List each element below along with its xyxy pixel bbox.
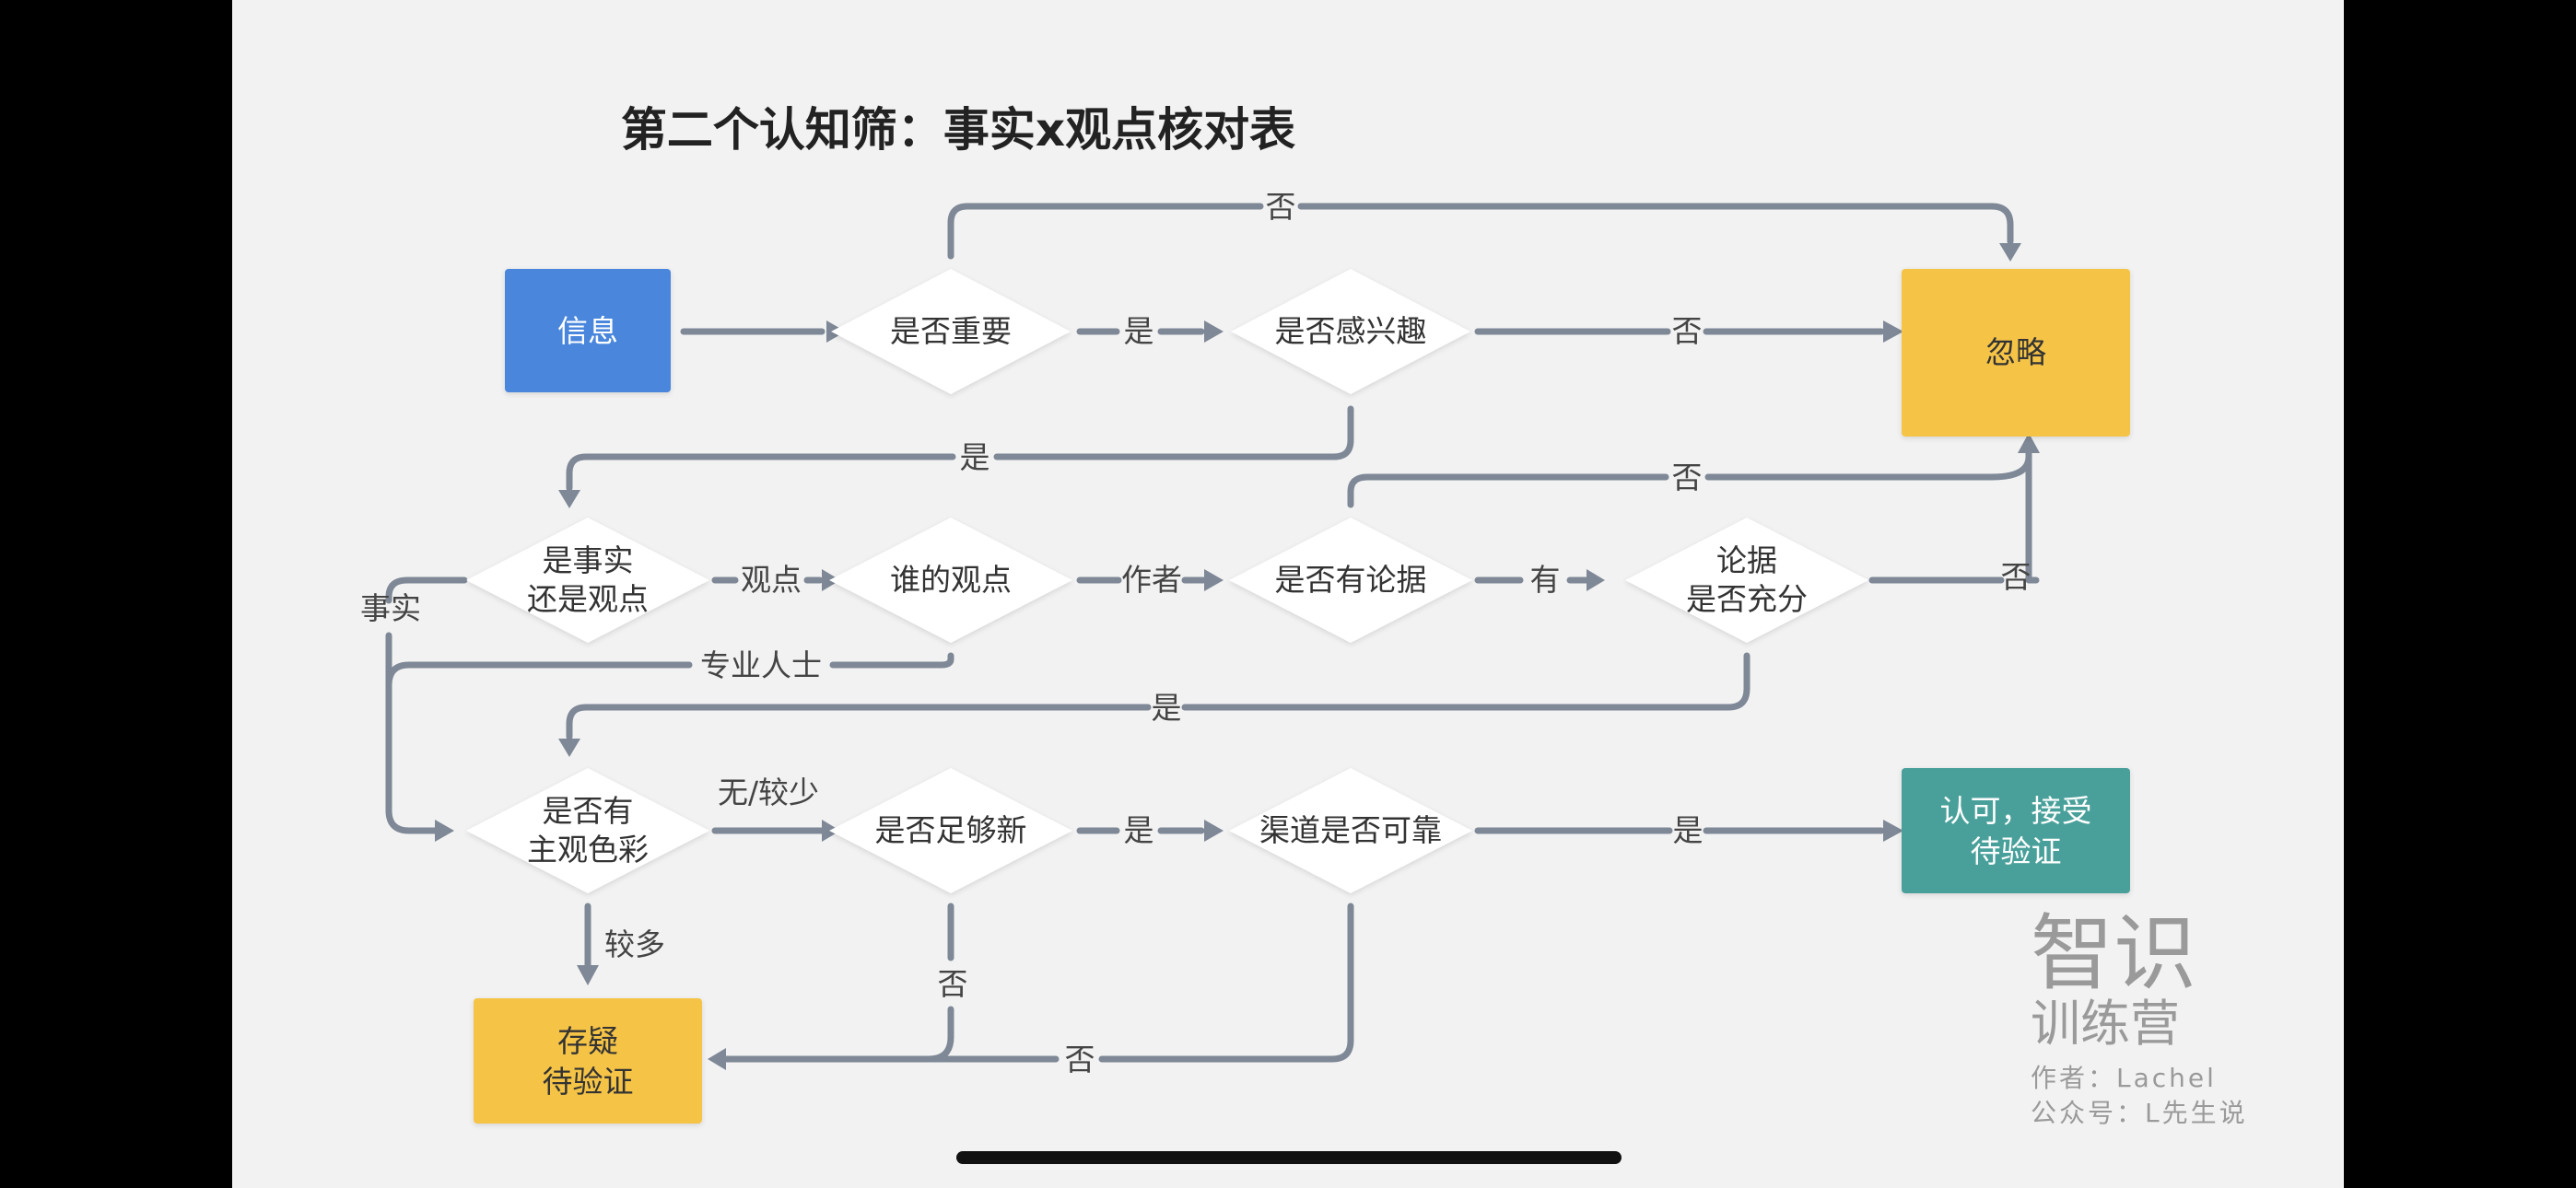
node-evidence-sufficient: [1625, 518, 1868, 643]
watermark-author: 作者：Lachel: [2031, 1063, 2217, 1093]
node-has-evidence-label: 是否有论据: [1275, 562, 1427, 598]
node-info-label: 信息: [557, 313, 618, 349]
arrow-head: [1204, 569, 1224, 591]
node-ignore: [1902, 269, 2130, 437]
label-important-no: 否: [1266, 189, 1296, 225]
edge-interest-factopinion: [566, 405, 1354, 492]
home-indicator[interactable]: [956, 1151, 1622, 1164]
arrow-head: [1883, 820, 1903, 842]
label-more: 较多: [604, 926, 665, 962]
node-fact-or-opinion-line2: 还是观点: [527, 581, 649, 617]
arrow-head: [558, 490, 580, 508]
arrow-head: [1587, 569, 1605, 591]
node-subjective-line2: 主观色彩: [527, 832, 649, 868]
node-doubt-line2: 待验证: [543, 1064, 634, 1100]
node-whose: [829, 518, 1072, 643]
label-reliable-no: 否: [1065, 1042, 1095, 1077]
arrow-head: [1204, 320, 1224, 343]
label-fact: 事实: [360, 590, 421, 626]
node-info: [505, 269, 671, 392]
edge-sufficient-ignore: [1868, 449, 2040, 584]
diagram-title: 第二个认知筛：事实x观点核对表: [621, 103, 1295, 157]
node-accept-line1: 认可，接受: [1940, 793, 2092, 829]
edge-factopinion-fact: [385, 577, 468, 834]
label-author: 作者: [1121, 562, 1182, 598]
edge-whose-expert: [385, 652, 954, 689]
node-reliable: [1229, 768, 1472, 893]
label-sufficient-no: 否: [2001, 559, 2032, 595]
node-evidence-sufficient-line2: 是否充分: [1686, 581, 1808, 617]
node-new-enough: [829, 768, 1072, 893]
node-doubt: [474, 998, 702, 1124]
node-subjective-line1: 是否有: [543, 793, 634, 829]
label-new-yes: 是: [1124, 812, 1154, 848]
arrow-head: [1883, 320, 1903, 343]
node-doubt-line1: 存疑: [557, 1023, 618, 1059]
flowchart: 第二个认知筛：事实x观点核对表 信息 是否重: [360, 103, 2248, 1128]
node-interest: [1231, 269, 1470, 394]
node-important: [831, 269, 1071, 394]
label-expert: 专业人士: [700, 647, 822, 683]
arrow-head: [2018, 433, 2040, 453]
node-evidence-sufficient-line1: 论据: [1716, 542, 1777, 578]
edge-important-ignore: [947, 203, 2014, 260]
arrow-head: [435, 820, 454, 842]
node-interest-label: 是否感兴趣: [1275, 313, 1427, 349]
arrow-head: [1999, 243, 2021, 262]
label-none-few: 无/较少: [718, 775, 819, 810]
diagram-canvas: 第二个认知筛：事实x观点核对表 信息 是否重: [232, 0, 2344, 1188]
node-subjective: [466, 768, 709, 893]
node-new-enough-label: 是否足够新: [875, 812, 1027, 848]
label-opinion: 观点: [741, 562, 802, 598]
node-accept: [1902, 768, 2130, 893]
label-important-yes: 是: [1124, 313, 1154, 349]
node-accept-line2: 待验证: [1971, 833, 2062, 869]
edge-reliable-doubt: [722, 903, 1354, 1063]
watermark-brand-small: 训练营: [2031, 995, 2180, 1053]
label-sufficient-yes: 是: [1152, 690, 1182, 726]
arrow-head: [1204, 820, 1224, 842]
label-reliable-yes: 是: [1673, 812, 1704, 848]
node-ignore-label: 忽略: [1985, 334, 2046, 370]
label-evidence-no: 否: [1672, 460, 1703, 495]
node-has-evidence: [1229, 518, 1472, 643]
label-interest-yes: 是: [960, 439, 990, 475]
label-new-no: 否: [938, 966, 968, 1002]
arrow-head: [577, 965, 599, 985]
watermark-brand-big: 智识: [2031, 905, 2196, 1002]
node-fact-or-opinion-line1: 是事实: [543, 542, 634, 578]
arrow-head: [558, 739, 580, 757]
edge-sufficient-subjective: [566, 652, 1751, 740]
node-fact-or-opinion: [466, 518, 709, 643]
node-important-label: 是否重要: [890, 313, 1012, 349]
watermark-account: 公众号：L先生说: [2031, 1098, 2248, 1128]
arrow-head: [708, 1048, 726, 1070]
label-interest-no: 否: [1672, 313, 1703, 349]
node-reliable-label: 渠道是否可靠: [1259, 812, 1442, 848]
label-has: 有: [1530, 562, 1561, 598]
node-whose-label: 谁的观点: [890, 562, 1012, 598]
